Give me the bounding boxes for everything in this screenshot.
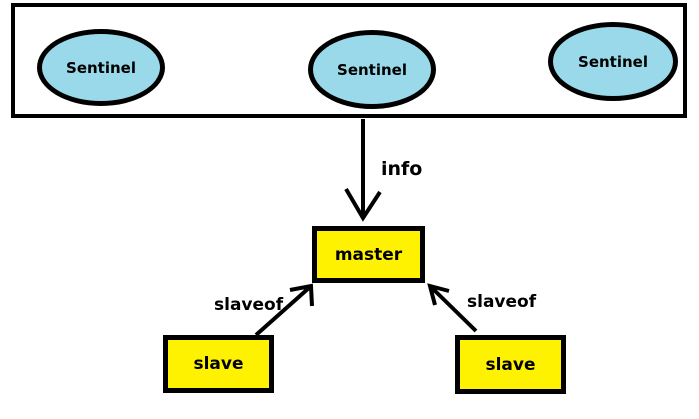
sentinel-node-2-label: Sentinel — [337, 60, 407, 79]
sentinel-group-box: Sentinel Sentinel Sentinel — [11, 3, 687, 118]
slave-node-right: slave — [455, 335, 566, 394]
edge-label-slaveof-right: slaveof — [467, 292, 537, 312]
slave-node-right-label: slave — [485, 354, 536, 375]
edge-label-info: info — [381, 158, 423, 180]
slave-node-left-label: slave — [193, 354, 244, 374]
master-node-label: master — [334, 244, 403, 265]
sentinel-node-1-label: Sentinel — [66, 58, 136, 77]
info-arrow — [344, 119, 382, 222]
slave-node-left: slave — [163, 335, 274, 393]
sentinel-node-2: Sentinel — [308, 30, 436, 109]
edge-label-slaveof-left: slaveof — [214, 295, 284, 315]
sentinel-node-3-label: Sentinel — [578, 52, 648, 71]
master-node: master — [312, 226, 425, 283]
sentinel-node-3: Sentinel — [548, 22, 678, 101]
sentinel-node-1: Sentinel — [37, 29, 165, 106]
